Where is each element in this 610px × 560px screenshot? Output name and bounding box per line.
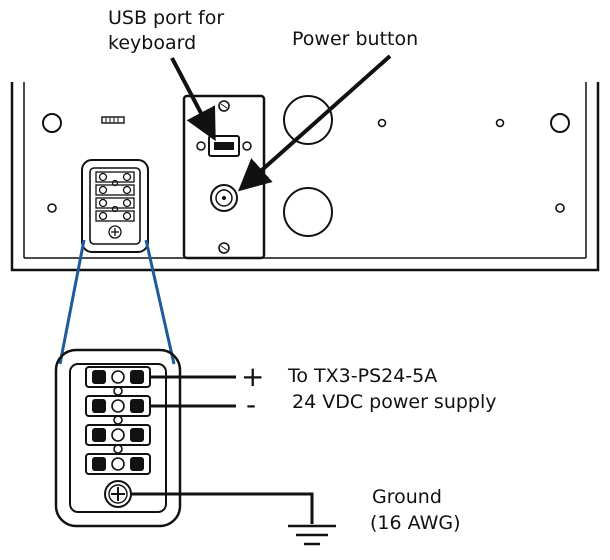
power-button-arrow <box>238 54 392 192</box>
callout-lines <box>58 239 176 365</box>
plus-sign: + <box>241 360 264 393</box>
knockout-hole-bottom <box>283 187 333 237</box>
chassis-panel <box>10 82 600 272</box>
ground-symbol-icon <box>288 524 336 546</box>
usb-label-line1: USB port for <box>108 7 224 29</box>
mounting-hole-right <box>550 113 570 133</box>
usb-arrow <box>170 57 216 142</box>
usb-label-line2: keyboard <box>108 32 196 54</box>
ground-label-line2: (16 AWG) <box>370 512 461 534</box>
callout-arrows <box>170 54 392 192</box>
supply-label-line2: 24 VDC power supply <box>292 391 497 413</box>
wires <box>131 375 314 524</box>
mounting-hole-left <box>42 113 62 133</box>
ground-screw <box>104 480 132 508</box>
power-button[interactable] <box>210 184 238 212</box>
usb-port[interactable] <box>196 135 252 157</box>
minus-sign: - <box>246 388 256 421</box>
knockout-hole-top <box>283 95 333 145</box>
terminal-block-enlarged <box>54 348 182 528</box>
supply-label-line1: To TX3-PS24-5A <box>287 365 437 387</box>
wire-ground <box>131 492 314 524</box>
power-button-label: Power button <box>292 28 418 50</box>
vent-slot <box>101 116 125 124</box>
ground-label-line1: Ground <box>372 486 442 508</box>
terminal-block-small <box>81 159 149 253</box>
